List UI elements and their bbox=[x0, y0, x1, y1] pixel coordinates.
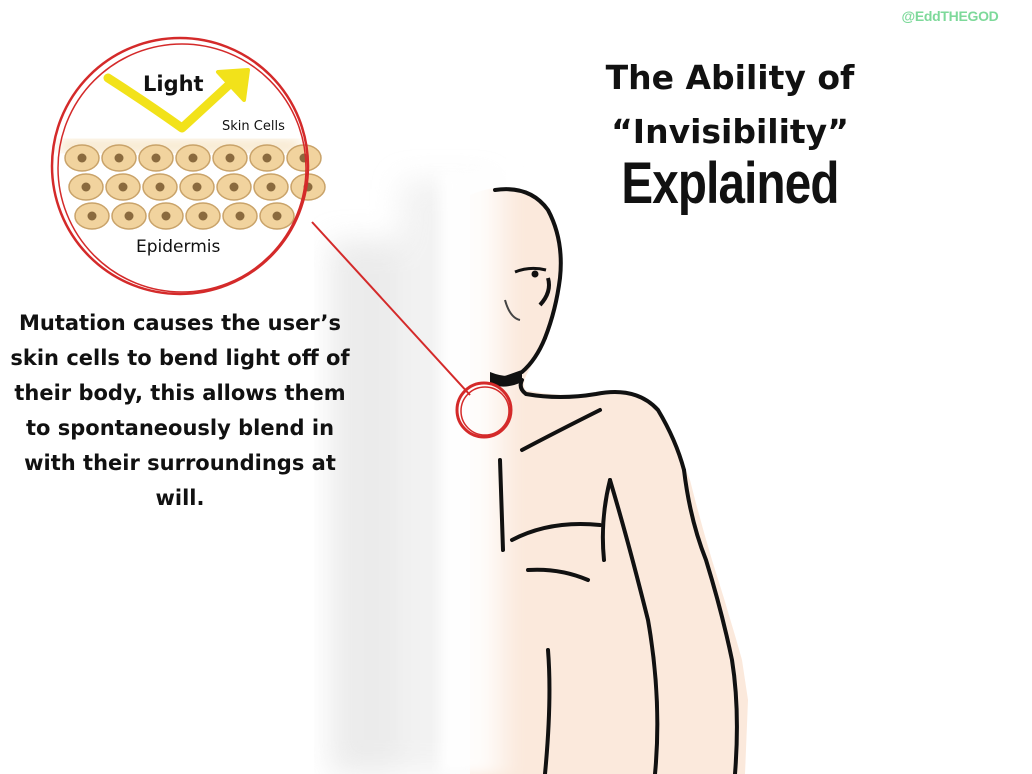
epidermis-label: Epidermis bbox=[136, 237, 221, 257]
cell-nucleus bbox=[81, 182, 91, 192]
description: Mutation causes the user’s skin cells to… bbox=[10, 311, 350, 510]
cell-nucleus bbox=[266, 182, 276, 192]
cell-nucleus bbox=[155, 182, 165, 192]
title-line-2: “Invisibility” bbox=[611, 112, 849, 151]
watermark: @EddTHEGOD bbox=[901, 8, 999, 24]
cell-nucleus bbox=[225, 153, 235, 163]
cell-nucleus bbox=[87, 211, 97, 221]
cell-nucleus bbox=[77, 153, 87, 163]
cell-nucleus bbox=[229, 182, 239, 192]
cell-nucleus bbox=[118, 182, 128, 192]
figure-body bbox=[440, 170, 748, 774]
callout bbox=[311, 221, 513, 439]
cell-nucleus bbox=[114, 153, 124, 163]
title-line-1: The Ability of bbox=[605, 58, 855, 97]
skin-cells-label: Skin Cells bbox=[222, 119, 285, 134]
cell-nucleus bbox=[198, 211, 208, 221]
light-label: Light bbox=[143, 72, 204, 96]
cell-nucleus bbox=[272, 211, 282, 221]
cell-nucleus bbox=[235, 211, 245, 221]
cell-nucleus bbox=[262, 153, 272, 163]
cell-nucleus bbox=[188, 153, 198, 163]
title-line-3: Explained bbox=[621, 151, 839, 216]
cell-nucleus bbox=[124, 211, 134, 221]
light-arrow-icon bbox=[103, 73, 237, 133]
cell-nucleus bbox=[161, 211, 171, 221]
cell-nucleus bbox=[151, 153, 161, 163]
cell-nucleus bbox=[192, 182, 202, 192]
skin-cells bbox=[64, 144, 326, 230]
